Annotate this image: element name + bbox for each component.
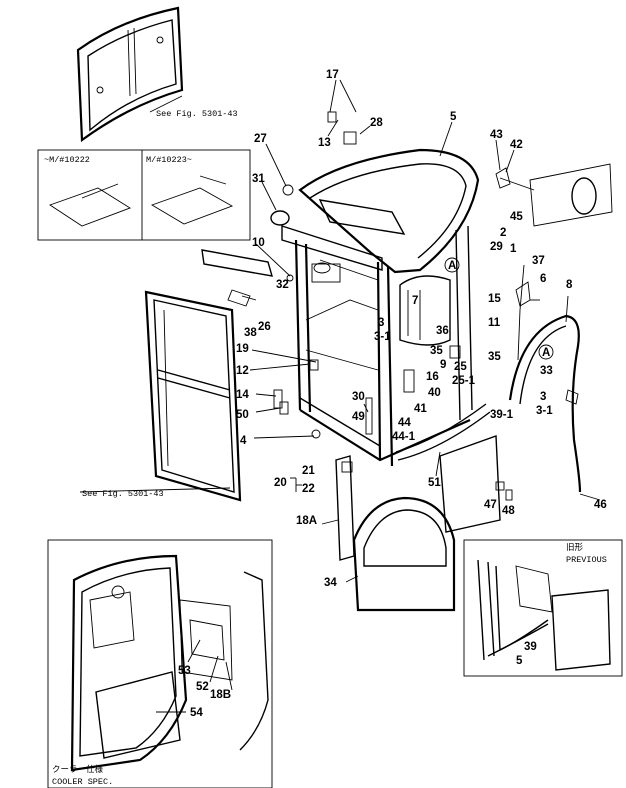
callout-15: 15 bbox=[488, 293, 501, 305]
callout-44-1: 44-1 bbox=[392, 431, 416, 443]
callout-33: 33 bbox=[540, 365, 553, 377]
callout-6: 6 bbox=[540, 273, 546, 285]
callout-19: 19 bbox=[236, 343, 249, 355]
callout-31: 31 bbox=[252, 173, 265, 185]
cooler-label: COOLER SPEC. bbox=[52, 777, 113, 787]
callout-50: 50 bbox=[236, 409, 249, 421]
callout-3-1: 3-1 bbox=[374, 331, 391, 343]
callout-49: 49 bbox=[352, 411, 365, 423]
callout-17: 17 bbox=[326, 69, 339, 81]
callout-36: 36 bbox=[436, 325, 449, 337]
callout-35a: 35 bbox=[430, 345, 443, 357]
previous-label: PREVIOUS bbox=[566, 555, 607, 565]
callout-16: 16 bbox=[426, 371, 439, 383]
callout-52: 52 bbox=[196, 681, 209, 693]
callout-12: 12 bbox=[236, 365, 249, 377]
rear-panel bbox=[439, 435, 501, 533]
roof-window-illustration bbox=[76, 6, 184, 143]
callout-44: 44 bbox=[398, 417, 411, 429]
callout-22: 22 bbox=[302, 483, 315, 495]
callout-28: 28 bbox=[370, 117, 383, 129]
callout-1: 1 bbox=[510, 243, 517, 255]
callout-46: 46 bbox=[594, 499, 607, 511]
callout-3-1b: 3-1 bbox=[536, 405, 553, 417]
serial-after-label: M/#10223~ bbox=[146, 155, 192, 165]
callout-3b: 3 bbox=[540, 391, 546, 403]
callout-47: 47 bbox=[484, 499, 497, 511]
sun-visor bbox=[201, 249, 273, 277]
callout-48: 48 bbox=[502, 505, 515, 517]
cooler-spec-inset bbox=[47, 539, 273, 788]
callout-30: 30 bbox=[352, 391, 365, 403]
callout-5b: 5 bbox=[516, 655, 523, 667]
see-fig-left-label: See Fig. 5301-43 bbox=[82, 489, 164, 499]
cable-8 bbox=[508, 314, 582, 493]
callout-38: 38 bbox=[244, 327, 257, 339]
callout-numbers: 17 13 28 5 43 42 27 31 10 32 26 38 19 12… bbox=[178, 69, 607, 719]
callout-54: 54 bbox=[190, 707, 203, 719]
see-fig-top-label: See Fig. 5301-43 bbox=[156, 109, 238, 119]
callout-41: 41 bbox=[414, 403, 427, 415]
callout-11: 11 bbox=[488, 317, 501, 329]
callout-13: 13 bbox=[318, 137, 331, 149]
callout-32: 32 bbox=[276, 279, 289, 291]
cab-frame bbox=[281, 148, 491, 467]
reference-mark-a1: A bbox=[448, 260, 456, 272]
callout-51: 51 bbox=[428, 477, 441, 489]
door-glass-illustration bbox=[144, 290, 242, 502]
callout-18a: 18A bbox=[296, 515, 317, 527]
cooler-jp-label: クーラー仕様 bbox=[52, 764, 104, 775]
callout-7: 7 bbox=[412, 295, 418, 307]
callout-25: 25 bbox=[454, 361, 467, 373]
callout-29: 29 bbox=[490, 241, 503, 253]
callout-42: 42 bbox=[510, 139, 523, 151]
callout-53: 53 bbox=[178, 665, 191, 677]
callout-9: 9 bbox=[440, 359, 446, 371]
previous-jp-label: 旧形 bbox=[566, 543, 584, 553]
callout-8: 8 bbox=[566, 279, 573, 291]
callout-14: 14 bbox=[236, 389, 249, 401]
serial-before-label: ~M/#10222 bbox=[44, 155, 90, 165]
callout-45: 45 bbox=[510, 211, 523, 223]
reference-mark-a2: A bbox=[542, 347, 550, 359]
callout-39: 39 bbox=[524, 641, 537, 653]
previous-spec-inset bbox=[463, 539, 623, 677]
callout-34: 34 bbox=[324, 577, 337, 589]
callout-5: 5 bbox=[450, 111, 457, 123]
callout-21: 21 bbox=[302, 465, 315, 477]
cap-31 bbox=[270, 210, 290, 226]
callout-27: 27 bbox=[254, 133, 267, 145]
callout-4: 4 bbox=[240, 435, 247, 447]
callout-25-1: 25-1 bbox=[452, 375, 476, 387]
callout-20: 20 bbox=[274, 477, 287, 489]
callout-37: 37 bbox=[532, 255, 545, 267]
bracket-38 bbox=[227, 289, 251, 307]
pillar-cover-18a bbox=[335, 455, 355, 561]
callout-18b: 18B bbox=[210, 689, 231, 701]
seat-pad bbox=[352, 496, 456, 612]
grommet-detail bbox=[571, 177, 597, 215]
callout-35b: 35 bbox=[488, 351, 501, 363]
leader-lines bbox=[241, 79, 601, 583]
callout-3: 3 bbox=[378, 317, 384, 329]
bolt-27 bbox=[282, 184, 294, 196]
serial-detail-boxes: ~M/#10222 M/#10223~ bbox=[37, 149, 251, 241]
callout-10: 10 bbox=[252, 237, 265, 249]
callout-40: 40 bbox=[428, 387, 441, 399]
callout-26: 26 bbox=[258, 321, 271, 333]
callout-43: 43 bbox=[490, 129, 503, 141]
callout-39-1: 39-1 bbox=[490, 409, 514, 421]
callout-2: 2 bbox=[500, 227, 506, 239]
